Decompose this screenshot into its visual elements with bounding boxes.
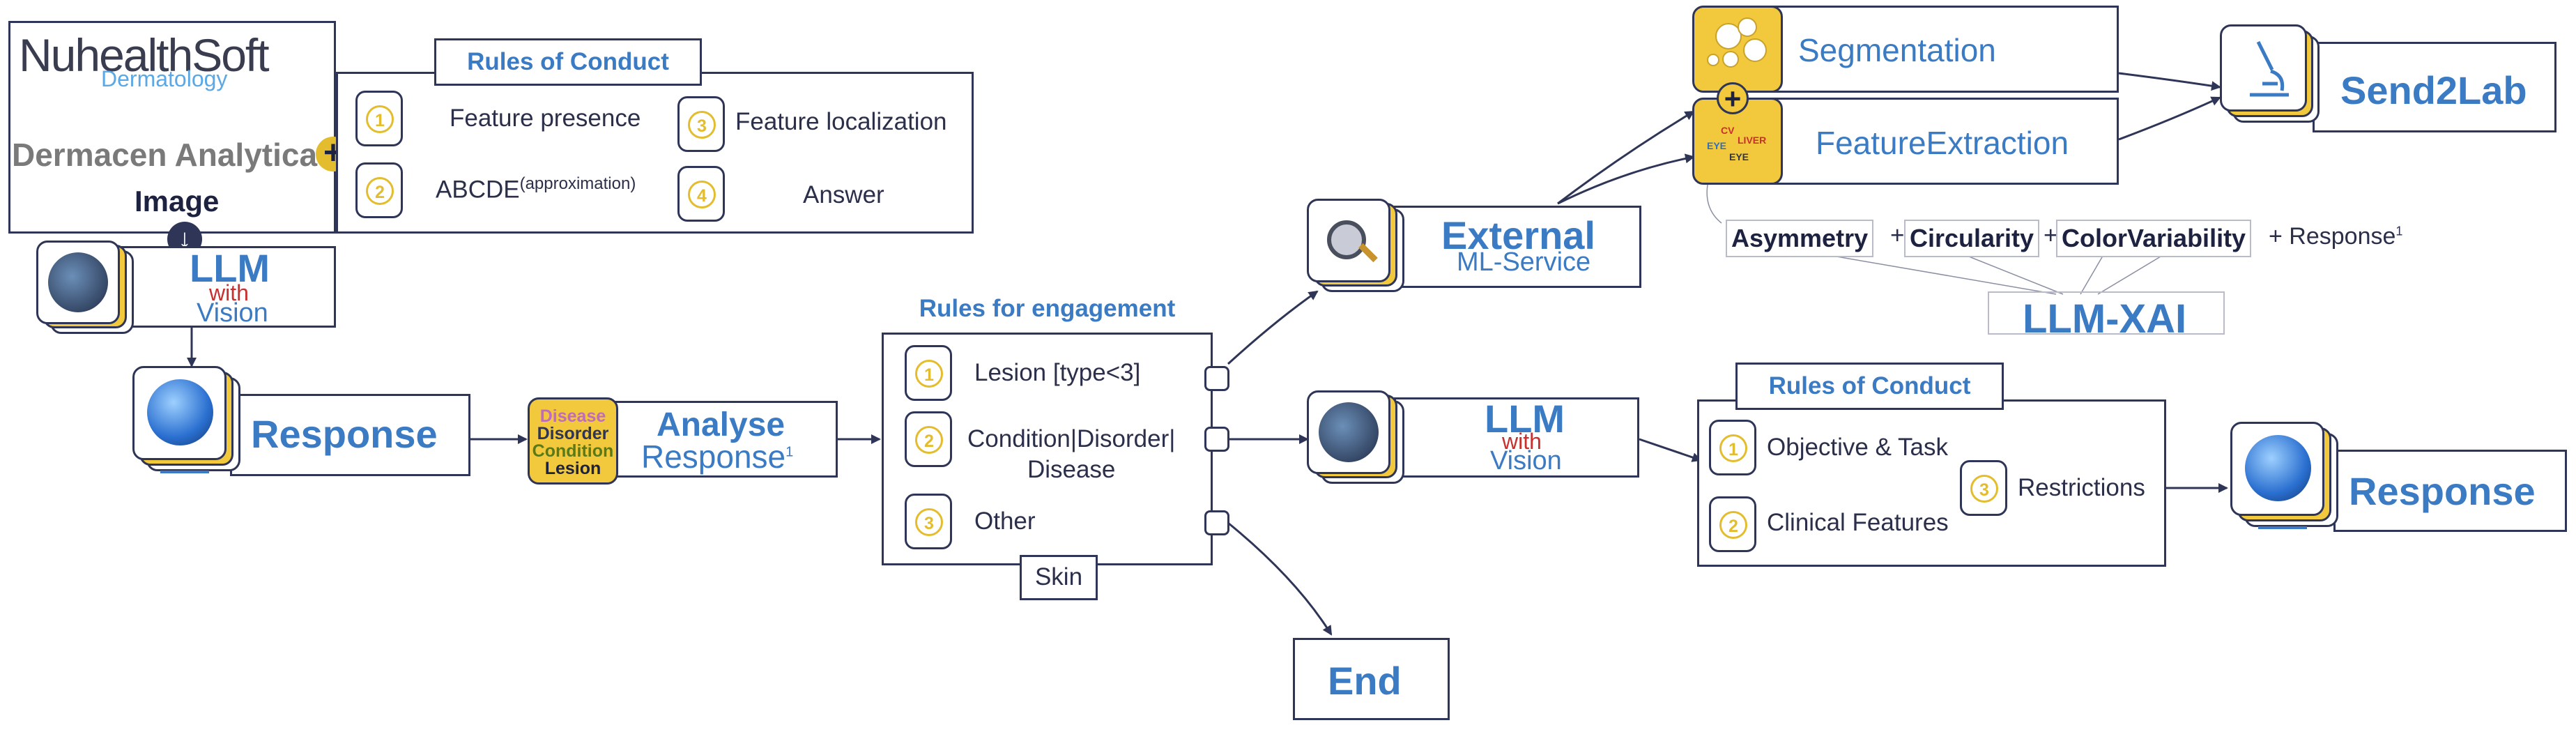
llm-xai-label: LLM-XAI xyxy=(2023,296,2187,335)
condition-tile-icon: Disease Disorder Condition Lesion xyxy=(528,397,618,485)
thin-link-colorvariability-to-xai xyxy=(2080,252,2106,295)
product-name: Dermacen Analytica xyxy=(12,137,318,173)
rules-conduct-title-2: Rules of Conduct xyxy=(1735,363,2004,410)
plus-sign: + xyxy=(2044,222,2058,249)
input-image-label: Image xyxy=(135,185,220,218)
arrow-featureextraction-to-send2lab xyxy=(2118,96,2221,141)
arrow-engagement-to-end xyxy=(1227,521,1333,636)
external-title: External xyxy=(1441,213,1595,257)
feature-chip-colorvariability: ColorVariability xyxy=(2056,220,2252,257)
thin-link-circularity-to-xai xyxy=(1958,252,2064,295)
llm-panel-2 xyxy=(1394,397,1639,478)
arrow-external-to-segmentation xyxy=(1557,110,1695,205)
engagement-item: Condition|Disorder| Disease xyxy=(967,425,1176,483)
brand-sub: Dermatology xyxy=(101,66,228,91)
num-badge-4: 4 xyxy=(677,166,725,222)
thin-link-response-to-xai xyxy=(2097,252,2168,295)
llm-xai-panel: LLM-XAI xyxy=(1988,291,2225,335)
external-sub: ML-Service xyxy=(1457,247,1591,277)
llm-vision-2: Vision xyxy=(1490,446,1562,475)
llm-with-2: with xyxy=(1502,429,1542,454)
llm-vision-1: Vision xyxy=(197,298,268,328)
analyse-panel xyxy=(599,401,838,478)
plus-icon: + xyxy=(1717,82,1749,114)
rule-label: Objective & Task xyxy=(1767,434,1949,461)
bubbles-icon xyxy=(1692,6,1783,93)
rules-engagement-title: Rules for engagement xyxy=(882,284,1213,335)
num-badge-3: 3 xyxy=(677,96,725,152)
analyse-sub: Response1 xyxy=(641,439,794,475)
engagement-item: Lesion [type<3] xyxy=(974,359,1141,386)
arrow-external-to-featureextraction xyxy=(1557,153,1695,205)
brain-icon xyxy=(1307,390,1411,491)
globe-icon xyxy=(2230,422,2345,537)
llm-title-2: LLM xyxy=(1485,397,1565,441)
output-port-3 xyxy=(1204,510,1229,535)
segmentation-panel xyxy=(1734,6,2119,93)
analyse-title: Analyse xyxy=(657,406,785,443)
send2lab-label: Send2Lab xyxy=(2340,68,2527,112)
num-badge-2: 2 xyxy=(355,162,403,218)
brand-name: NuhealthSoft xyxy=(19,29,270,81)
segmentation-label: Segmentation xyxy=(1798,32,1996,68)
output-port-2 xyxy=(1204,427,1229,452)
num-badge-3: 3 xyxy=(1960,460,2007,516)
num-badge-1: 1 xyxy=(355,91,403,146)
send2lab-panel xyxy=(2313,42,2556,132)
num-badge-2: 2 xyxy=(905,411,952,467)
num-badge-2: 2 xyxy=(1709,496,1756,552)
llm-with-1: with xyxy=(209,280,249,305)
engagement-item: Other xyxy=(974,508,1036,535)
rules-conduct-title-1: Rules of Conduct xyxy=(434,38,702,86)
num-badge-3: 3 xyxy=(905,494,952,549)
response-label-1: Response xyxy=(251,412,438,456)
end-node xyxy=(1293,638,1450,720)
llm-panel-1 xyxy=(106,246,336,328)
response-tail: + Response1 xyxy=(2269,223,2403,250)
skin-label: Skin xyxy=(1020,555,1098,600)
llm-title-1: LLM xyxy=(190,246,270,290)
output-port-1 xyxy=(1204,366,1229,391)
brand-panel: NuhealthSoft Dermatology Dermacen Analyt… xyxy=(8,21,336,234)
featureextraction-label: FeatureExtraction xyxy=(1816,125,2069,161)
num-badge-1: 1 xyxy=(905,345,952,401)
response-label-2: Response xyxy=(2349,469,2536,513)
microscope-icon xyxy=(2220,24,2324,129)
brain-icon xyxy=(36,241,141,342)
arrow-llm2-to-rules2 xyxy=(1639,438,1702,462)
rule-label: Clinical Features xyxy=(1767,509,1949,536)
arrow-engagement-to-external xyxy=(1227,290,1319,365)
rule-label: Answer xyxy=(803,181,884,208)
magnifier-icon xyxy=(1307,199,1411,300)
thin-link-asymmetry-to-xai xyxy=(1811,252,2057,295)
arrow-segmentation-to-send2lab xyxy=(2118,72,2221,91)
globe-icon xyxy=(132,366,247,481)
rule-label: Restrictions xyxy=(2018,474,2145,501)
plus-sign: + xyxy=(1890,222,1905,249)
num-badge-1: 1 xyxy=(1709,420,1756,475)
end-label: End xyxy=(1328,659,1402,703)
rule-label: Feature localization xyxy=(735,108,947,135)
feature-chip-asymmetry: Asymmetry xyxy=(1726,220,1874,257)
rules-conduct-panel-2 xyxy=(1697,399,2166,567)
thin-link-fe-to-asymmetry xyxy=(1706,184,1722,224)
rule-label: ABCDE(approximation) xyxy=(436,174,636,204)
external-panel xyxy=(1387,206,1641,288)
rules-conduct-panel-1 xyxy=(336,72,974,234)
rule-label: Feature presence xyxy=(450,105,641,132)
feature-chip-circularity: Circularity xyxy=(1904,220,2040,257)
featureextraction-panel xyxy=(1734,98,2119,185)
